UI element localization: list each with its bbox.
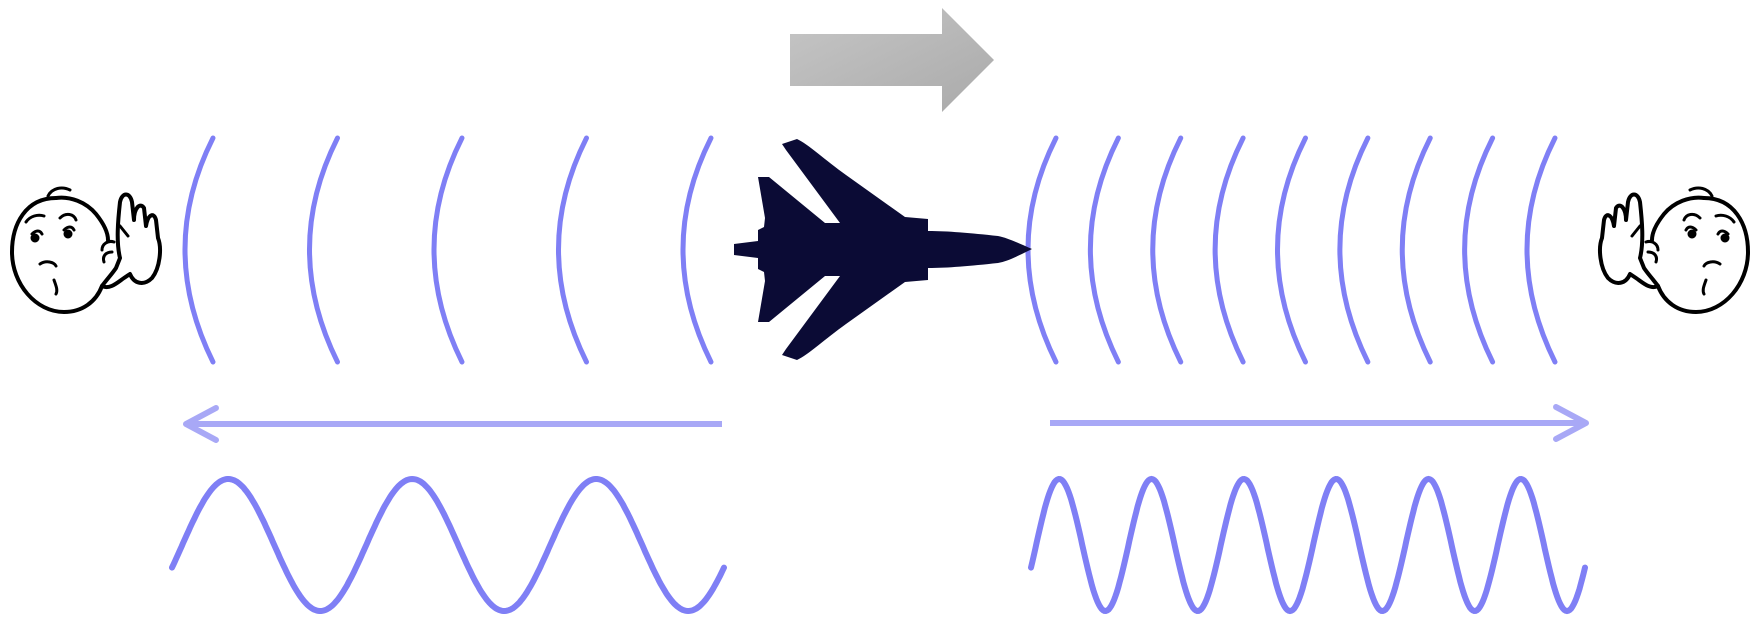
ahead-wavefront-7 <box>1399 135 1433 365</box>
left-listener <box>10 186 162 314</box>
ahead-wavefront-2 <box>1087 135 1121 365</box>
behind-wavefront-5 <box>680 135 714 365</box>
behind-wavefront-4 <box>556 135 589 365</box>
ahead-wavefront-5 <box>1275 135 1308 365</box>
ahead-wavefront-1 <box>1025 135 1059 365</box>
ahead-wavefront-3 <box>1150 135 1184 365</box>
ahead-wavefront-6 <box>1337 135 1371 365</box>
ahead-wavefront-4 <box>1212 135 1246 365</box>
waveform-low-frequency <box>169 475 727 615</box>
propagation-arrow-right-head <box>1553 404 1589 442</box>
motion-direction-arrow <box>790 8 994 112</box>
propagation-arrow-right <box>1050 404 1589 442</box>
propagation-arrow-left-head <box>183 405 219 443</box>
propagation-arrow-left <box>183 405 722 443</box>
behind-wavefront-3 <box>431 135 465 365</box>
waveform-high-frequency <box>1028 475 1588 615</box>
behind-wavefront-2 <box>307 135 340 365</box>
ahead-wavefront-8 <box>1462 135 1496 365</box>
right-listener <box>1598 186 1750 314</box>
wavefronts-behind-source <box>182 135 714 365</box>
listener-face-icon <box>1598 186 1750 314</box>
wavefronts-ahead-of-source <box>1025 135 1558 365</box>
listener-face-icon <box>10 186 162 314</box>
ahead-wavefront-9 <box>1524 135 1558 365</box>
jet-aircraft-icon <box>734 139 1032 360</box>
behind-wavefront-1 <box>182 135 216 365</box>
